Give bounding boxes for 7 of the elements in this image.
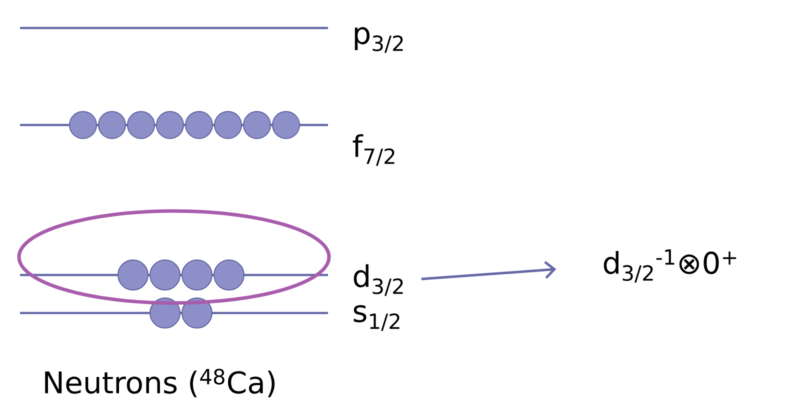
level-label: d$_{3/2}$$^{-1}$⊗0$^{+}$ [604,249,736,283]
level-label: s$_{1/2}$ [354,305,400,331]
level-label: f$_{7/2}$ [352,134,394,166]
level-label: d$_{3/2}$ [354,264,403,296]
arrow [421,261,556,280]
caption: Neutrons ($^{48}$Ca) [45,368,275,398]
level-label: p$_{3/2}$ [354,27,403,53]
